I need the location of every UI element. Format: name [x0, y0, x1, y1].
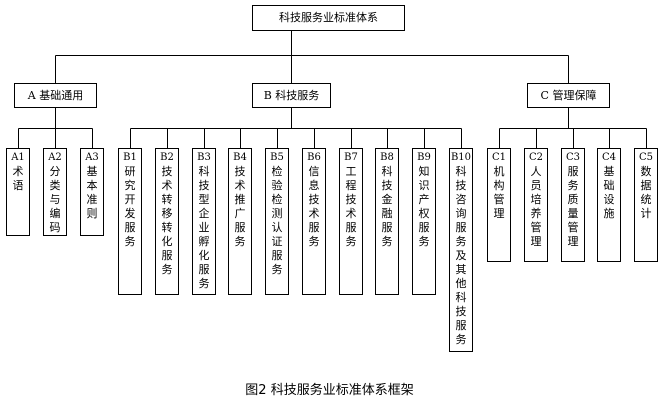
node-c1: C1 机构管理	[487, 148, 511, 262]
node-name: 知识产权服务	[418, 165, 430, 248]
node-name: 信息技术服务	[308, 165, 320, 248]
node-name: 科技型企业孵化服务	[198, 165, 210, 290]
node-name: 机构管理	[493, 165, 505, 220]
category-a-node: A 基础通用	[14, 83, 97, 108]
node-name: 检验检测认证服务	[271, 165, 283, 276]
node-name: 数据统计	[640, 165, 652, 220]
node-b4: B4 技术推广服务	[228, 148, 252, 295]
node-name: 技术推广服务	[234, 165, 246, 248]
node-c3: C3 服务质量管理	[561, 148, 585, 262]
node-name: 术语	[12, 165, 24, 192]
node-code: B4	[233, 152, 247, 163]
node-a2: A2 分类与编码	[43, 148, 67, 236]
node-b1: B1 研究开发服务	[118, 148, 142, 295]
figure-caption: 图2 科技服务业标准体系框架	[245, 383, 414, 398]
node-a3: A3 基本准则	[80, 148, 104, 236]
node-name: 工程技术服务	[345, 165, 357, 248]
node-name: 基本准则	[86, 165, 98, 220]
node-code: C2	[528, 152, 543, 163]
node-code: B6	[307, 152, 321, 163]
node-b10: B10 科技咨询服务及其他科技服务	[449, 148, 473, 352]
node-b3: B3 科技型企业孵化服务	[192, 148, 216, 295]
node-code: A3	[85, 152, 99, 163]
node-b5: B5 检验检测认证服务	[265, 148, 289, 295]
node-b2: B2 技术转移转化服务	[155, 148, 179, 295]
node-name: 技术转移转化服务	[161, 165, 173, 276]
node-code: B5	[270, 152, 284, 163]
category-c-node: C 管理保障	[527, 83, 610, 108]
node-name: 服务质量管理	[567, 165, 579, 248]
node-code: B7	[344, 152, 358, 163]
node-code: C3	[565, 152, 580, 163]
node-b7: B7 工程技术服务	[339, 148, 363, 295]
node-code: B3	[197, 152, 211, 163]
node-c2: C2 人员培养管理	[524, 148, 548, 262]
node-code: B8	[380, 152, 394, 163]
node-name: 研究开发服务	[124, 165, 136, 248]
node-code: C5	[638, 152, 653, 163]
node-c4: C4 基础设施	[597, 148, 621, 262]
node-c5: C5 数据统计	[634, 148, 658, 262]
node-b8: B8 科技金融服务	[375, 148, 399, 295]
node-b6: B6 信息技术服务	[302, 148, 326, 295]
node-b9: B9 知识产权服务	[412, 148, 436, 295]
category-b-node: B 科技服务	[252, 83, 331, 108]
node-a1: A1 术语	[6, 148, 30, 236]
node-code: B1	[123, 152, 137, 163]
node-name: 分类与编码	[49, 165, 61, 234]
node-name: 人员培养管理	[530, 165, 542, 248]
node-code: B10	[450, 152, 472, 163]
node-name: 基础设施	[603, 165, 615, 220]
node-name: 科技咨询服务及其他科技服务	[455, 165, 467, 346]
node-code: A2	[48, 152, 62, 163]
node-code: B2	[160, 152, 174, 163]
node-code: B9	[417, 152, 431, 163]
node-name: 科技金融服务	[381, 165, 393, 248]
node-code: C4	[601, 152, 616, 163]
node-code: A1	[11, 152, 25, 163]
node-code: C1	[491, 152, 506, 163]
root-node: 科技服务业标准体系	[252, 5, 405, 31]
